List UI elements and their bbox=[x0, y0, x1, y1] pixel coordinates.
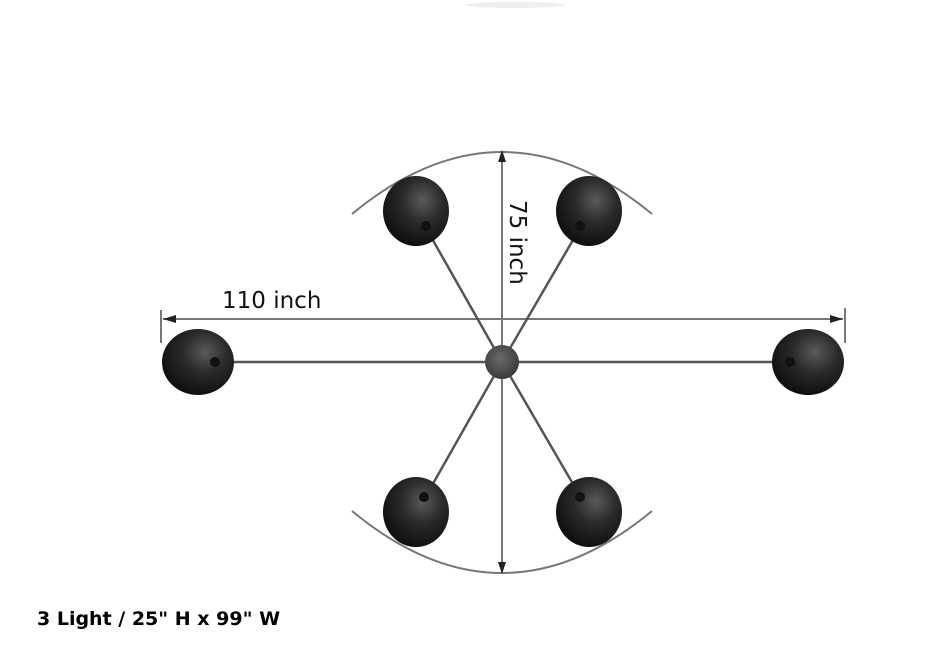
product-caption: 3 Light / 25" H x 99" W bbox=[37, 608, 281, 630]
shade-left bbox=[162, 329, 234, 395]
shade-right bbox=[772, 329, 844, 395]
shade-top-right bbox=[556, 176, 622, 246]
width-label: 110 inch bbox=[222, 288, 321, 314]
center-hub bbox=[485, 345, 519, 379]
shade-bottom-right bbox=[556, 477, 622, 547]
shade-top-left bbox=[383, 176, 449, 246]
height-label: 75 inch bbox=[504, 200, 530, 285]
top-artifact bbox=[465, 2, 565, 8]
shade-bottom-left bbox=[383, 477, 449, 547]
width-dimension-line bbox=[160, 308, 846, 343]
arms bbox=[215, 227, 788, 497]
